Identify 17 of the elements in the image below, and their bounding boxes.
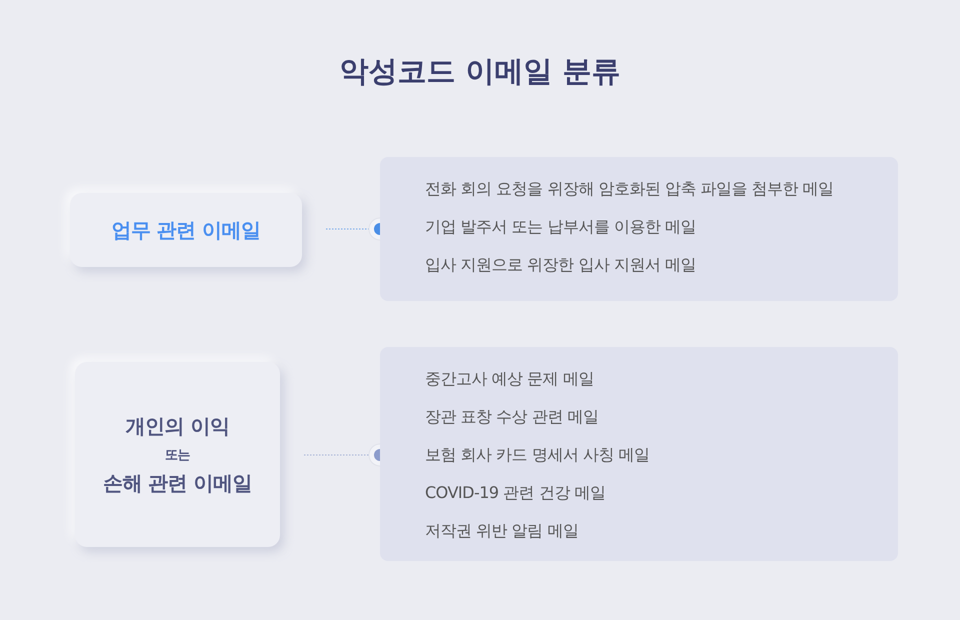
category-label: 손해 관련 이메일 — [102, 470, 252, 496]
list-item: 중간고사 예상 문제 메일 — [425, 368, 595, 390]
list-item: 장관 표창 수상 관련 메일 — [425, 406, 600, 428]
list-item: 전화 회의 요청을 위장해 암호화된 압축 파일을 첨부한 메일 — [425, 178, 835, 200]
category-label: 업무 관련 이메일 — [111, 216, 261, 244]
list-item: 보험 회사 카드 명세서 사칭 메일 — [425, 444, 650, 466]
category-label: 개인의 이익 — [126, 412, 230, 440]
category-box — [70, 193, 302, 267]
list-panel — [380, 347, 898, 561]
title: 악성코드 이메일 분류 — [338, 53, 622, 90]
category-box — [75, 362, 280, 547]
list-item: 기업 발주서 또는 납부서를 이용한 메일 — [425, 216, 697, 238]
list-item: 저작권 위반 알림 메일 — [425, 520, 580, 542]
list-item: COVID-19 관련 건강 메일 — [425, 482, 606, 504]
list-panel — [380, 157, 898, 301]
category-label: 또는 — [165, 446, 190, 464]
list-item: 입사 지원으로 위장한 입사 지원서 메일 — [425, 254, 697, 276]
